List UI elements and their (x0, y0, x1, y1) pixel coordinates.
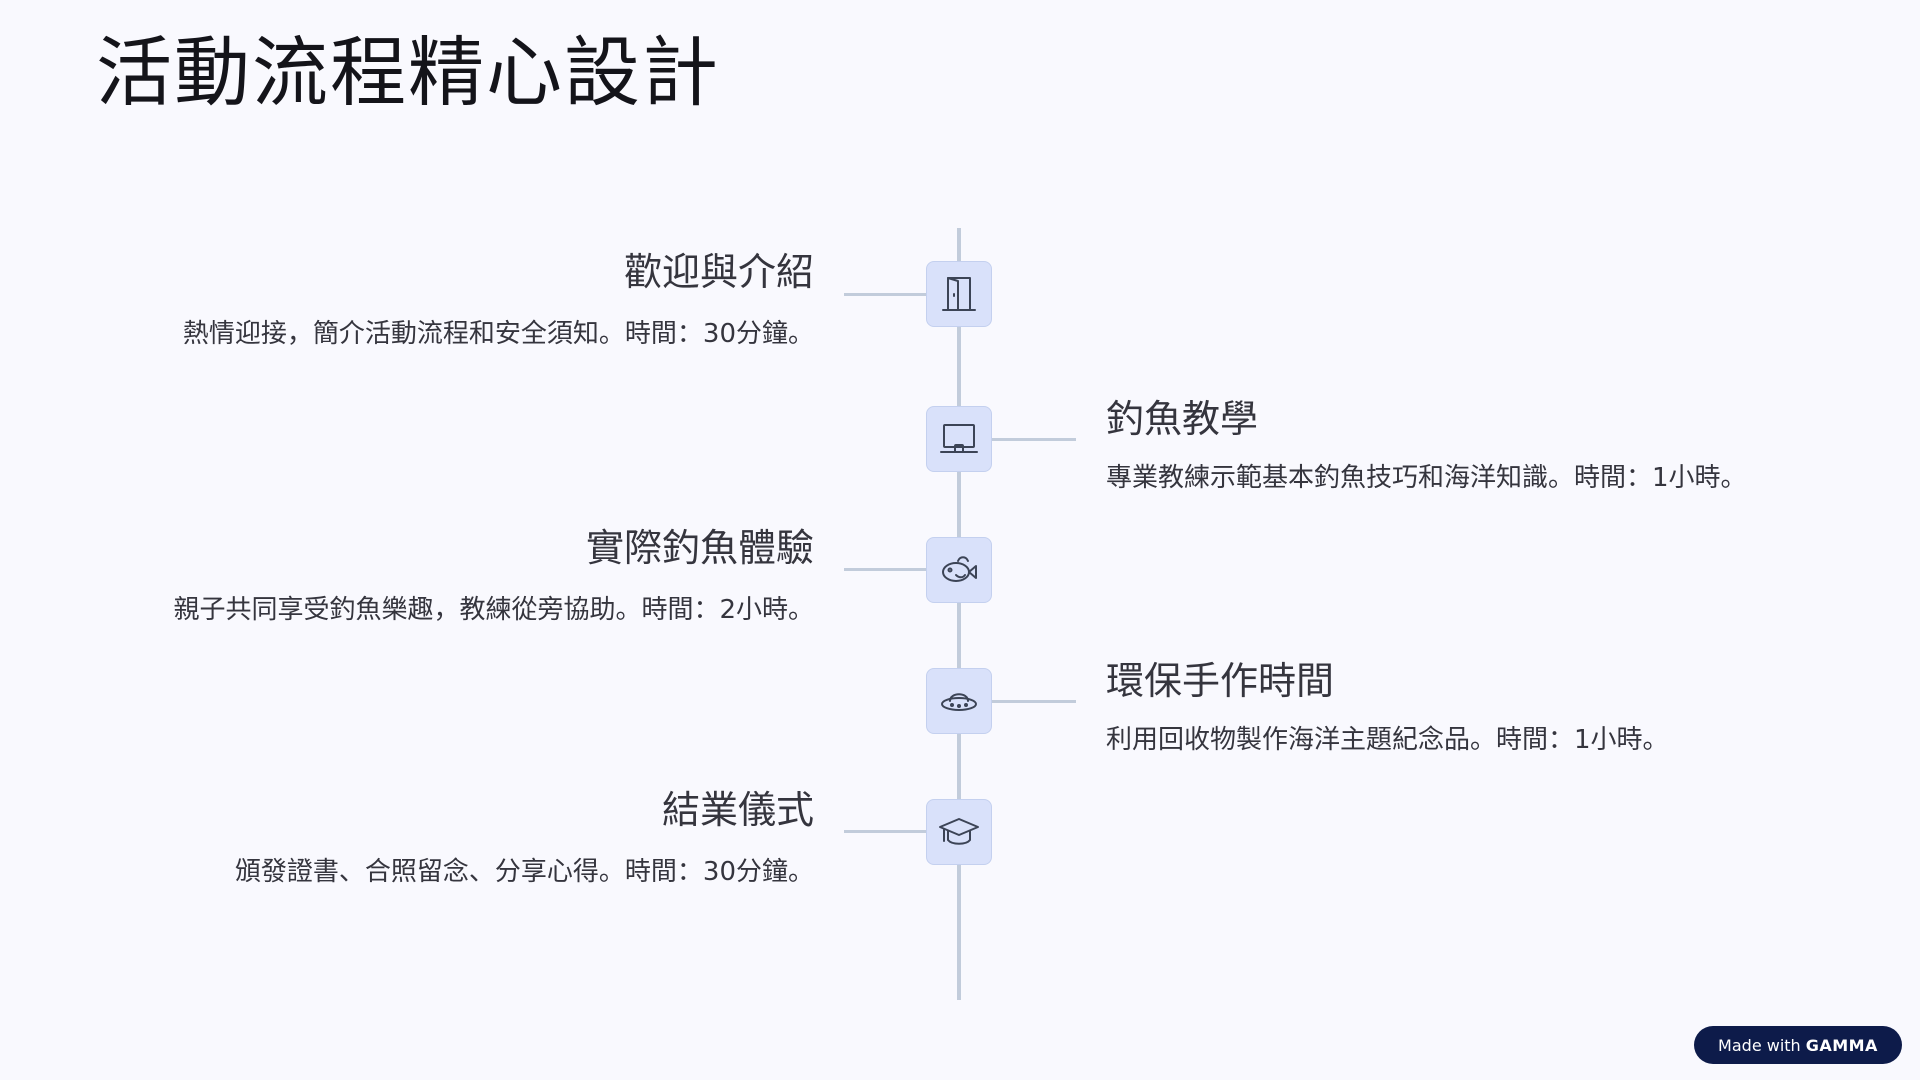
badge-prefix: Made with (1718, 1035, 1801, 1055)
timeline-item-description: 專業教練示範基本釣魚技巧和海洋知識。時間：1小時。 (1106, 463, 1747, 493)
ufo-icon (941, 693, 977, 711)
door-icon (942, 277, 976, 311)
timeline-item-description: 熱情迎接，簡介活動流程和安全須知。時間：30分鐘。 (182, 319, 814, 349)
timeline-item-description: 親子共同享受釣魚樂趣，教練從旁協助。時間：2小時。 (173, 595, 814, 625)
gamma-logo: GAMMA (1805, 1035, 1878, 1055)
timeline-connector (844, 830, 928, 833)
timeline-connector (990, 700, 1076, 703)
timeline-icon-box (926, 799, 992, 865)
timeline-item-description: 利用回收物製作海洋主題紀念品。時間：1小時。 (1106, 725, 1669, 755)
timeline-line (957, 228, 961, 1000)
timeline-icon-box (926, 537, 992, 603)
graduation-cap-icon (939, 818, 979, 845)
timeline-icon-box (926, 406, 992, 472)
timeline-item-title: 環保手作時間 (1106, 659, 1335, 703)
timeline-connector (844, 568, 928, 571)
chalkboard-icon (940, 424, 978, 453)
timeline-item-title: 歡迎與介紹 (623, 250, 814, 294)
timeline-icon-box (926, 261, 992, 327)
fishing-icon (942, 556, 977, 582)
made-with-gamma-badge[interactable]: Made with GAMMA (1694, 1026, 1902, 1064)
timeline-item-title: 釣魚教學 (1106, 397, 1259, 441)
page-title: 活動流程精心設計 (96, 28, 720, 117)
timeline-connector (844, 293, 928, 296)
timeline-item-description: 頒發證書、合照留念、分享心得。時間：30分鐘。 (234, 857, 814, 887)
timeline-icon-box (926, 668, 992, 734)
timeline-item-title: 結業儀式 (661, 788, 814, 832)
timeline-item-title: 實際釣魚體驗 (585, 526, 814, 570)
timeline-connector (990, 438, 1076, 441)
